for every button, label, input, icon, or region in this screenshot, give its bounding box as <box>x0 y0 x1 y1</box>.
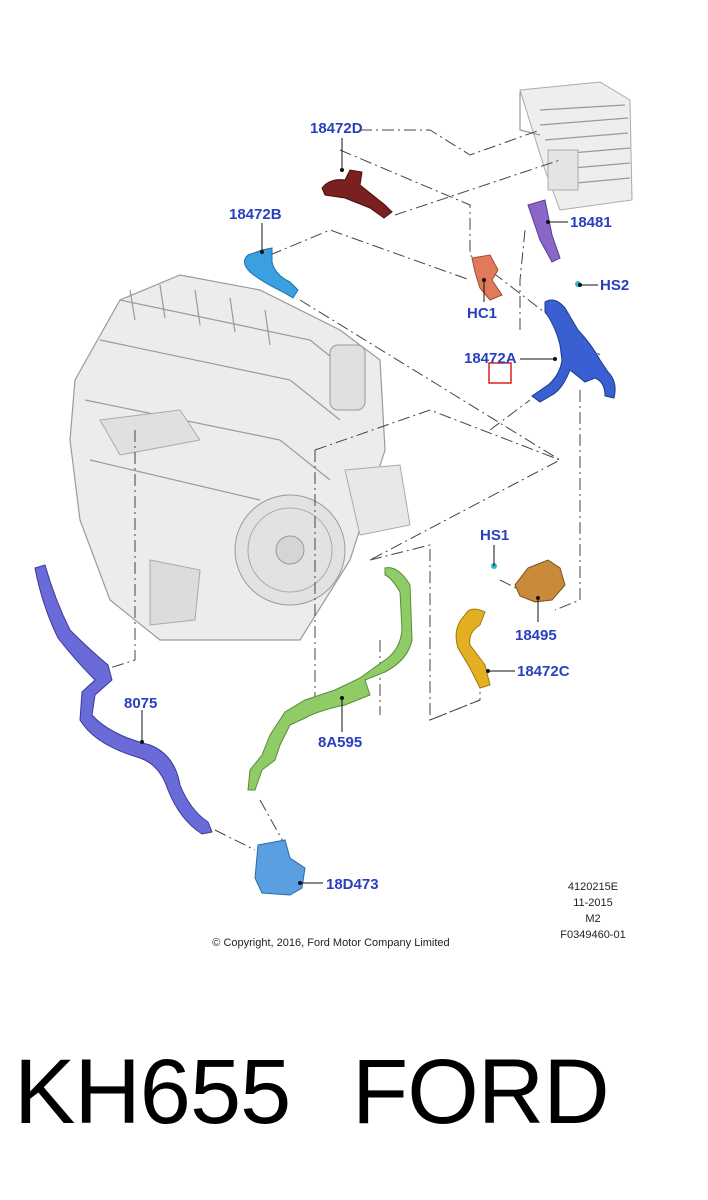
highlight-box <box>488 362 512 384</box>
engine-block-illustration <box>69 274 411 641</box>
assembly-lines <box>109 129 601 851</box>
caption-brand: FORD <box>352 1041 610 1143</box>
label-HS1: HS1 <box>480 527 509 544</box>
hose-18472D <box>321 169 393 219</box>
caption-code: KH655 <box>14 1041 291 1143</box>
copyright-notice: © Copyright, 2016, Ford Motor Company Li… <box>212 937 449 949</box>
label-18472C: 18472C <box>517 663 570 680</box>
caption-banner: KH655 FORD <box>0 1040 708 1160</box>
meta-line-3: M2 <box>585 913 600 925</box>
label-18472B: 18472B <box>229 206 282 223</box>
label-8075: 8075 <box>124 695 157 712</box>
label-8A595: 8A595 <box>318 734 362 751</box>
valve-18495 <box>514 559 566 603</box>
leader-lines <box>140 138 598 885</box>
label-HC1: HC1 <box>467 305 497 322</box>
label-18472D: 18472D <box>310 120 363 137</box>
hose-18472C <box>455 608 491 689</box>
pump-18D473 <box>254 839 306 896</box>
meta-line-4: F0349460-01 <box>560 929 625 941</box>
label-18481: 18481 <box>570 214 612 231</box>
heater-core-illustration <box>519 81 633 211</box>
hose-8075 <box>34 564 213 835</box>
hose-8A595 <box>247 567 413 791</box>
hose-18472B <box>244 247 299 299</box>
bracket-HC1 <box>471 254 503 301</box>
meta-line-1: 4120215E <box>568 881 618 893</box>
label-HS2: HS2 <box>600 277 629 294</box>
label-18D473: 18D473 <box>326 876 379 893</box>
hose-18472A <box>531 299 616 403</box>
label-18472A: 18472A <box>464 350 517 367</box>
label-18495: 18495 <box>515 627 557 644</box>
bracket-18481 <box>527 199 561 263</box>
exploded-parts-diagram: 18472D 18472B 18481 HS2 HC1 18472A HS1 1… <box>34 81 633 949</box>
meta-line-2: 11-2015 <box>573 897 613 909</box>
